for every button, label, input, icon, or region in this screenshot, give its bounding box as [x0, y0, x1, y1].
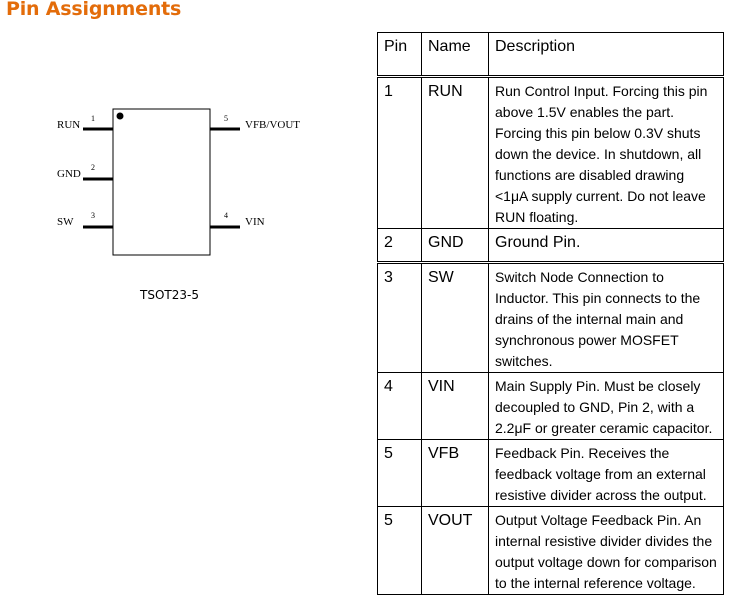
page-title: Pin Assignments [6, 0, 182, 20]
table-header-row: Pin Name Description [377, 32, 724, 77]
pin-label-vin: VIN [245, 216, 265, 228]
row-description: Switch Node Connection to Inductor. This… [488, 261, 724, 373]
row-pin: 4 [377, 372, 422, 440]
pin-number-3: 3 [91, 211, 95, 220]
row-pin: 3 [377, 261, 422, 373]
pin-number-1: 1 [91, 114, 95, 123]
pin-number-4: 4 [224, 211, 228, 220]
row-description: Feedback Pin. Receives the feedback volt… [488, 439, 724, 507]
row-name: GND [421, 228, 489, 263]
table-row: 3 SW Switch Node Connection to Inductor.… [377, 261, 724, 373]
package-name: TSOT23-5 [140, 288, 199, 302]
row-description: Run Control Input. Forcing this pin abov… [488, 75, 724, 229]
row-description: Main Supply Pin. Must be closely decoupl… [488, 372, 724, 440]
pin-table: Pin Name Description 1 RUN Run Control I… [377, 32, 724, 595]
row-pin: 1 [377, 75, 422, 229]
pin1-marker-dot [116, 112, 124, 120]
pin-label-gnd: GND [57, 168, 81, 180]
table-row: 2 GND Ground Pin. [377, 228, 724, 263]
table-row: 4 VIN Main Supply Pin. Must be closely d… [377, 372, 724, 440]
package-body [112, 108, 211, 256]
pin-label-run: RUN [57, 119, 80, 131]
header-name: Name [421, 32, 489, 77]
row-pin: 2 [377, 228, 422, 263]
pin-label-vfb-vout: VFB/VOUT [245, 119, 300, 131]
table-row: 5 VFB Feedback Pin. Receives the feedbac… [377, 439, 724, 507]
header-description: Description [488, 32, 724, 77]
pin-number-5: 5 [224, 114, 228, 123]
row-name: VOUT [421, 506, 489, 595]
pin-diagram: RUN 1 GND 2 SW 3 VFB/VOUT 5 VIN 4 [57, 108, 300, 256]
row-name: RUN [421, 75, 489, 229]
pin-number-2: 2 [91, 163, 95, 172]
row-description: Output Voltage Feedback Pin. An internal… [488, 506, 724, 595]
row-pin: 5 [377, 506, 422, 595]
pin-label-sw: SW [57, 216, 74, 228]
header-pin: Pin [377, 32, 422, 77]
row-description: Ground Pin. [488, 228, 724, 263]
row-name: SW [421, 261, 489, 373]
row-name: VFB [421, 439, 489, 507]
row-name: VIN [421, 372, 489, 440]
row-pin: 5 [377, 439, 422, 507]
table-row: 1 RUN Run Control Input. Forcing this pi… [377, 75, 724, 229]
table-row: 5 VOUT Output Voltage Feedback Pin. An i… [377, 506, 724, 595]
